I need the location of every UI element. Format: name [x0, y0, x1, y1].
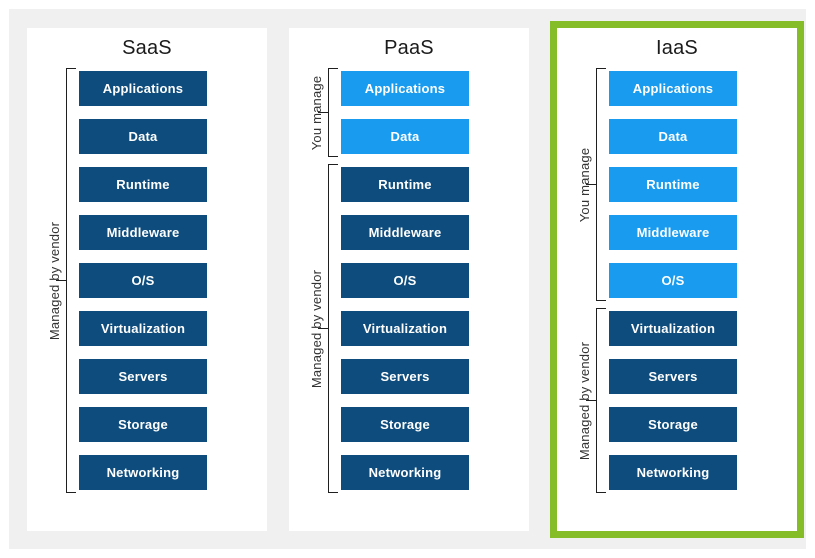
layer-box-middleware: Middleware — [79, 215, 207, 250]
layer-label: Virtualization — [630, 321, 716, 336]
layer-box-middleware: Middleware — [341, 215, 469, 250]
layer-box-runtime: Runtime — [609, 167, 737, 202]
bracket-label: Managed by vendor — [577, 341, 592, 460]
column-title-saas: SaaS — [122, 37, 172, 59]
layer-box-servers: Servers — [79, 359, 207, 394]
layer-label: O/S — [661, 273, 685, 288]
bracket-managed-by-vendor: Managed by vendor — [309, 164, 338, 493]
layer-box-data: Data — [79, 119, 207, 154]
layer-label: Applications — [364, 81, 446, 96]
bracket-label: You manage — [309, 75, 324, 150]
layer-label: Networking — [636, 465, 710, 480]
layer-box-runtime: Runtime — [79, 167, 207, 202]
layer-label: Storage — [118, 417, 168, 432]
layer-label: Virtualization — [362, 321, 448, 336]
layer-box-networking: Networking — [609, 455, 737, 490]
layer-box-servers: Servers — [609, 359, 737, 394]
layer-box-o-s: O/S — [609, 263, 737, 298]
layer-label: Networking — [368, 465, 442, 480]
layer-box-applications: Applications — [609, 71, 737, 106]
layer-box-runtime: Runtime — [341, 167, 469, 202]
layer-box-o-s: O/S — [341, 263, 469, 298]
layer-label: Middleware — [368, 225, 442, 240]
layer-box-storage: Storage — [609, 407, 737, 442]
layer-box-networking: Networking — [79, 455, 207, 490]
layer-box-virtualization: Virtualization — [79, 311, 207, 346]
layer-box-storage: Storage — [79, 407, 207, 442]
bracket-label: You manage — [577, 147, 592, 222]
bracket-you-manage: You manage — [577, 68, 606, 301]
layer-label: O/S — [393, 273, 417, 288]
layer-label: Data — [390, 129, 420, 144]
layer-label: O/S — [131, 273, 155, 288]
layer-label: Runtime — [116, 177, 170, 192]
layer-box-virtualization: Virtualization — [341, 311, 469, 346]
layer-label: Networking — [106, 465, 180, 480]
layer-label: Runtime — [378, 177, 432, 192]
bracket-tick — [318, 111, 328, 113]
layer-box-middleware: Middleware — [609, 215, 737, 250]
bracket-managed-by-vendor: Managed by vendor — [47, 68, 76, 493]
layer-label: Servers — [380, 369, 430, 384]
bracket-tick — [586, 399, 596, 401]
layer-label: Data — [658, 129, 688, 144]
layer-box-servers: Servers — [341, 359, 469, 394]
bracket-tick — [56, 279, 66, 281]
column-title-iaas: IaaS — [656, 37, 698, 59]
layer-box-data: Data — [341, 119, 469, 154]
layer-label: Storage — [380, 417, 430, 432]
bracket-tick — [586, 183, 596, 185]
layer-label: Applications — [102, 81, 184, 96]
layer-box-applications: Applications — [79, 71, 207, 106]
bracket-you-manage: You manage — [309, 68, 338, 157]
layer-label: Data — [128, 129, 158, 144]
bracket-label: Managed by vendor — [309, 269, 324, 388]
layer-label: Servers — [648, 369, 698, 384]
layer-box-networking: Networking — [341, 455, 469, 490]
layer-label: Middleware — [106, 225, 180, 240]
layer-box-storage: Storage — [341, 407, 469, 442]
layer-label: Virtualization — [100, 321, 186, 336]
bracket-label: Managed by vendor — [47, 221, 62, 340]
layer-label: Servers — [118, 369, 168, 384]
layer-label: Storage — [648, 417, 698, 432]
layer-box-o-s: O/S — [79, 263, 207, 298]
layer-label: Applications — [632, 81, 714, 96]
column-title-paas: PaaS — [384, 37, 434, 59]
bracket-tick — [318, 327, 328, 329]
layer-box-virtualization: Virtualization — [609, 311, 737, 346]
layer-label: Middleware — [636, 225, 710, 240]
layer-box-applications: Applications — [341, 71, 469, 106]
layer-label: Runtime — [646, 177, 700, 192]
bracket-managed-by-vendor: Managed by vendor — [577, 308, 606, 493]
layer-box-data: Data — [609, 119, 737, 154]
